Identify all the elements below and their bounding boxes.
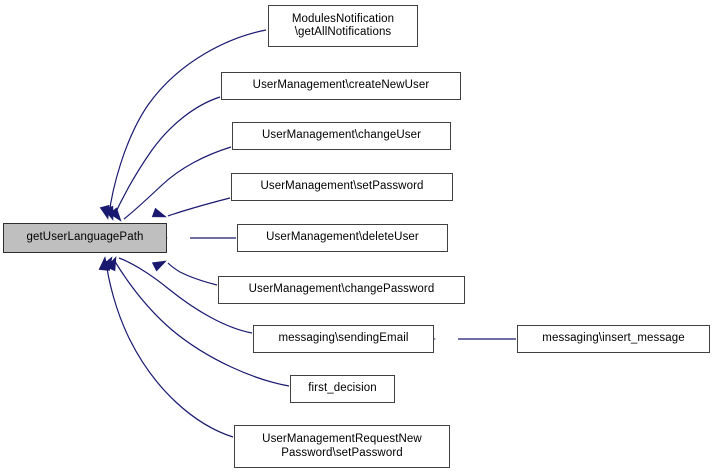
graph-edge bbox=[113, 96, 221, 217]
graph-node-label: UserManagement\deleteUser bbox=[266, 231, 419, 244]
graph-node-create_new_user[interactable]: UserManagement\createNewUser bbox=[221, 72, 461, 100]
graph-node-request_new_password[interactable]: UserManagementRequestNew Password\setPas… bbox=[234, 425, 450, 468]
graph-node-label: getUserLanguagePath bbox=[26, 231, 144, 244]
graph-node-modules_notification[interactable]: ModulesNotification \getAllNotifications bbox=[268, 5, 418, 47]
graph-edge bbox=[108, 29, 267, 216]
graph-edge bbox=[118, 257, 253, 334]
graph-node-set_password[interactable]: UserManagement\setPassword bbox=[231, 173, 453, 201]
graph-node-insert_message[interactable]: messaging\insert_message bbox=[517, 325, 710, 353]
graph-node-delete_user[interactable]: UserManagement\deleteUser bbox=[237, 224, 448, 252]
graph-edge bbox=[167, 262, 218, 286]
graph-edge bbox=[105, 260, 234, 438]
edge-arrowhead bbox=[108, 207, 122, 222]
edge-arrowhead bbox=[98, 256, 109, 271]
graph-node-label: ModulesNotification \getAllNotifications bbox=[291, 12, 395, 39]
graph-node-label: UserManagementRequestNew Password\setPas… bbox=[262, 433, 422, 459]
graph-node-change_password[interactable]: UserManagement\changePassword bbox=[218, 276, 465, 304]
graph-node-label: UserManagement\changePassword bbox=[248, 283, 435, 296]
graph-node-sending_email[interactable]: messaging\sendingEmail bbox=[253, 325, 434, 353]
graph-node-label: messaging\sendingEmail bbox=[278, 332, 409, 345]
graph-edge bbox=[167, 197, 231, 217]
graph-node-label: messaging\insert_message bbox=[542, 332, 685, 345]
graph-edge bbox=[123, 146, 232, 220]
graph-node-label: UserManagement\createNewUser bbox=[252, 79, 430, 92]
graph-node-root[interactable]: getUserLanguagePath bbox=[3, 223, 167, 253]
graph-node-change_user[interactable]: UserManagement\changeUser bbox=[232, 122, 451, 150]
graph-node-label: UserManagement\setPassword bbox=[260, 180, 424, 193]
graph-node-first_decision[interactable]: first_decision bbox=[290, 375, 395, 403]
graph-edge bbox=[113, 259, 290, 387]
graph-node-label: UserManagement\changeUser bbox=[261, 129, 422, 142]
graph-node-label: first_decision bbox=[308, 382, 377, 395]
edge-arrowhead bbox=[151, 207, 167, 218]
edge-arrowhead bbox=[151, 260, 167, 272]
